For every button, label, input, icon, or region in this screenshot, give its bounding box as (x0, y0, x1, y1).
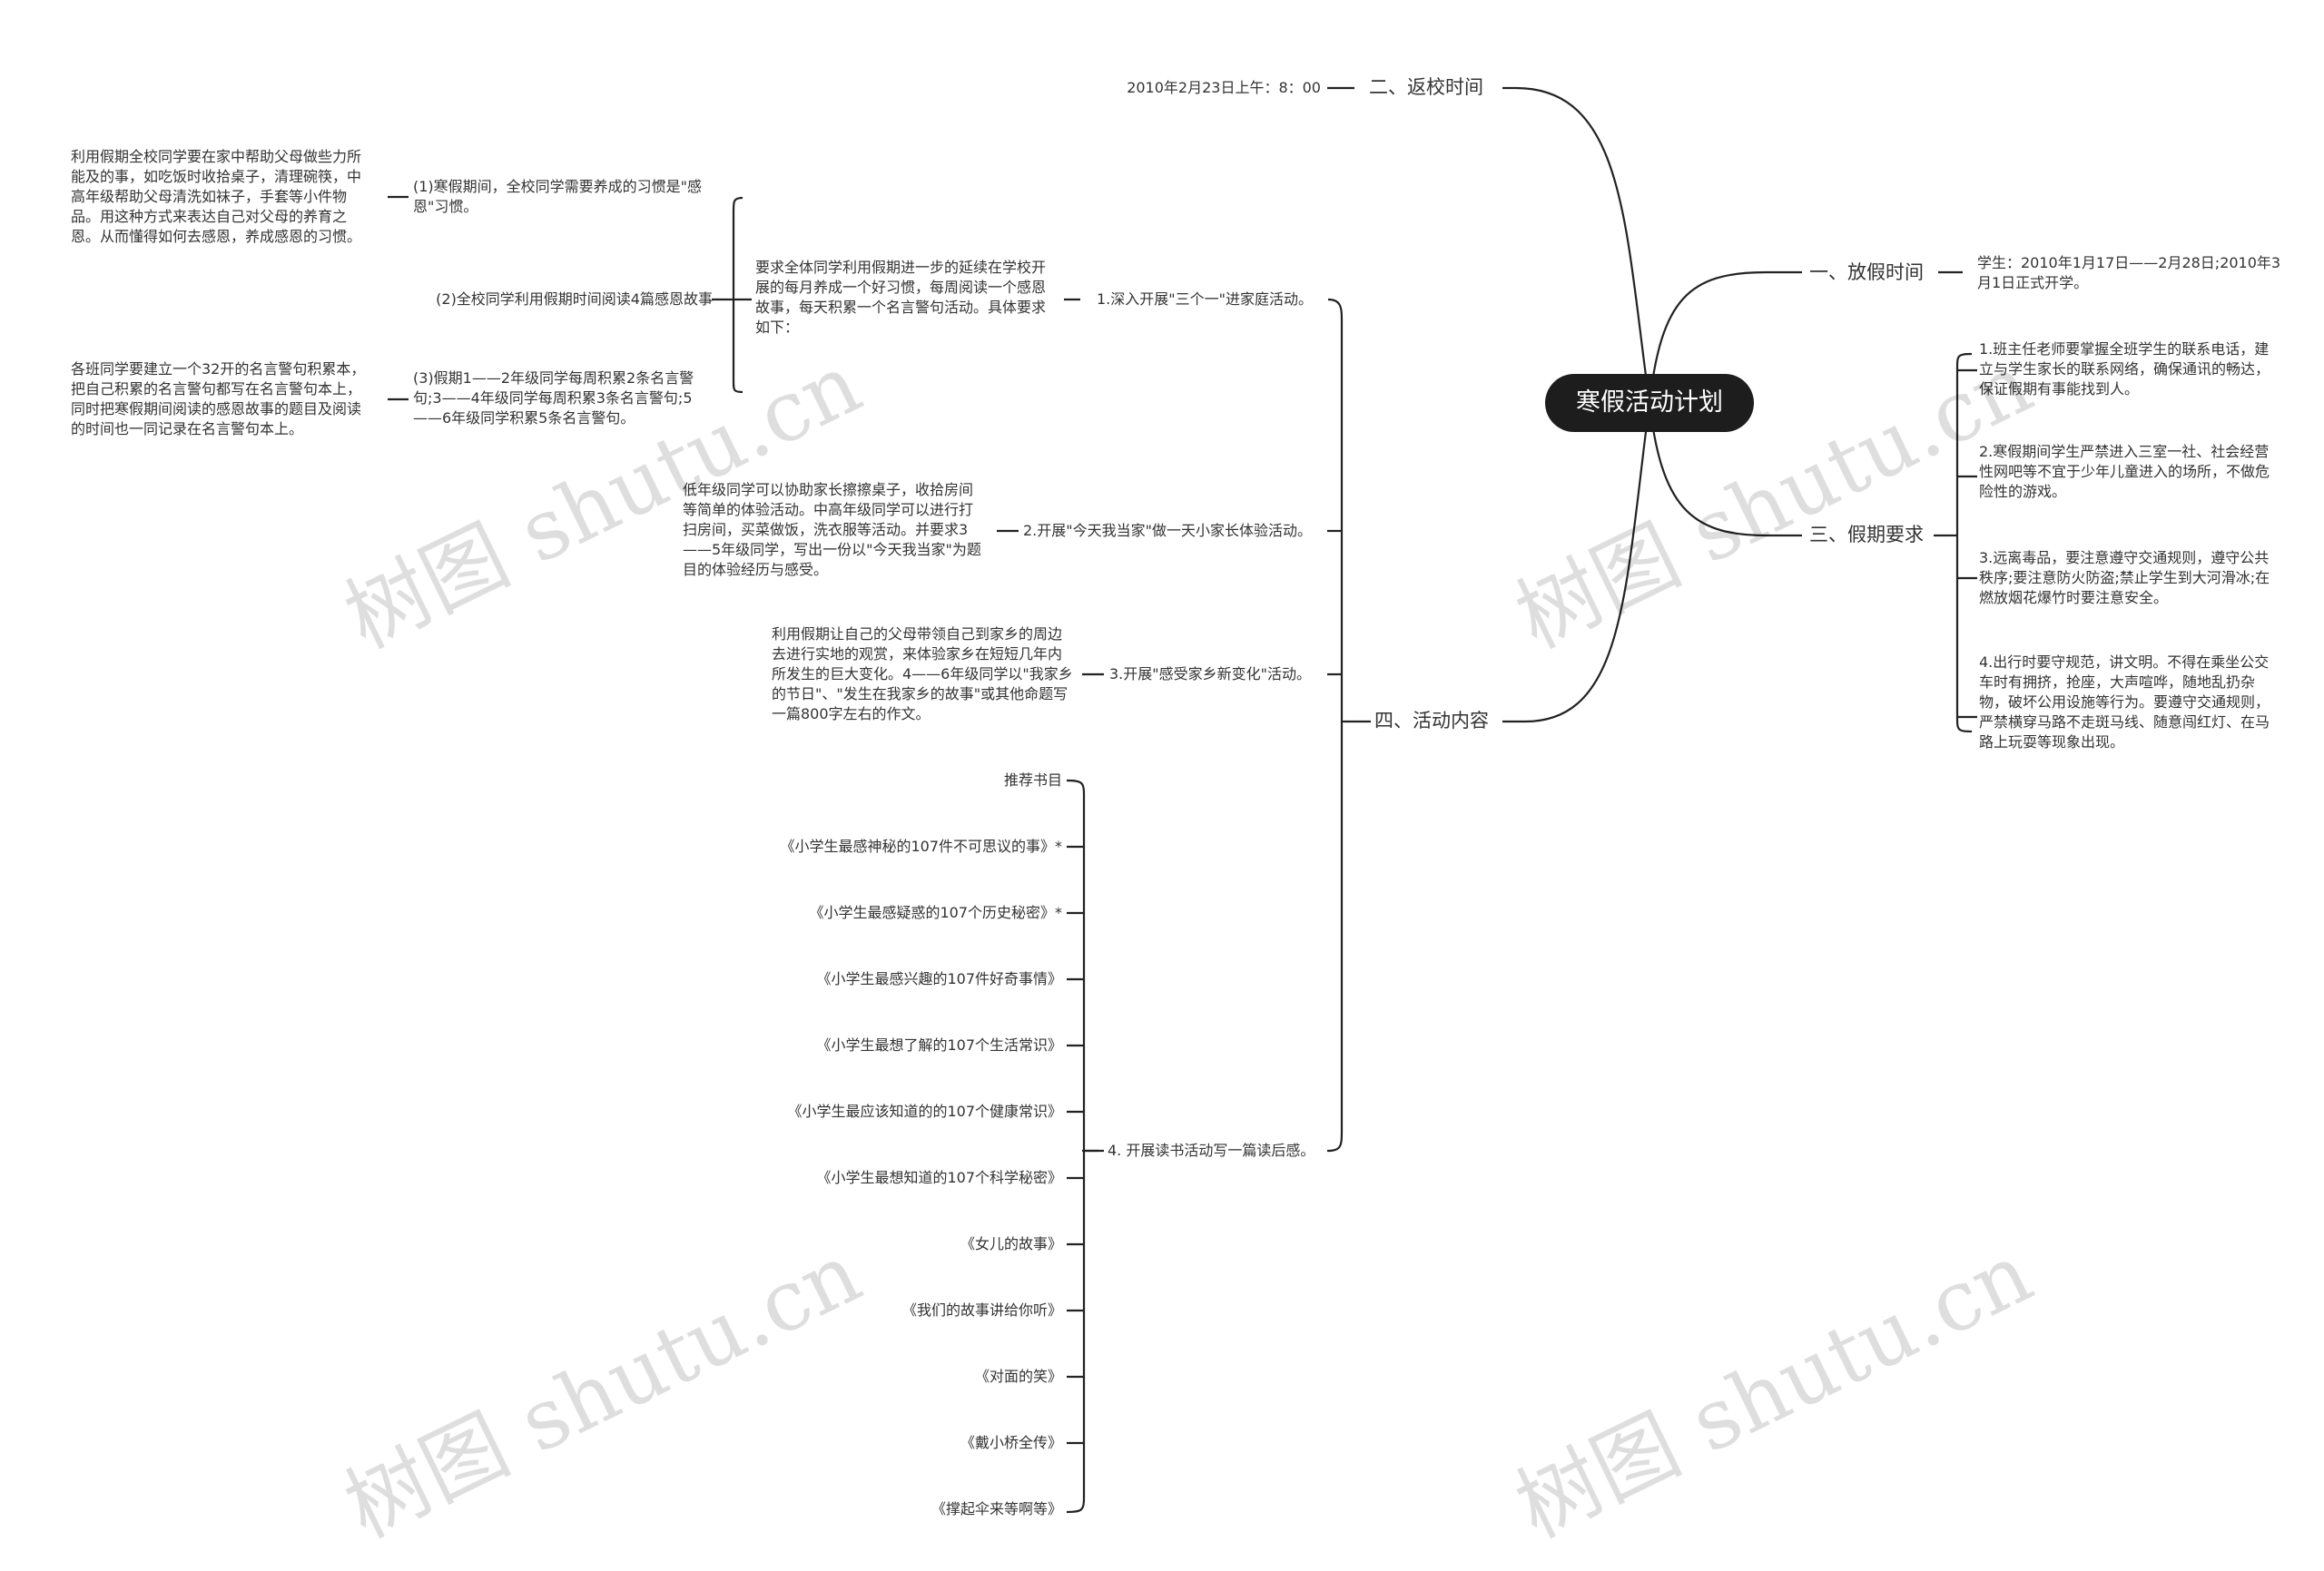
activity-1-sub-1[interactable]: (1)寒假期间，全校同学需要养成的习惯是"感恩"习惯。 (413, 178, 703, 215)
branch-return-time[interactable]: 二、返校时间 (1369, 76, 1483, 98)
requirement-item-1[interactable]: 1.班主任老师要掌握全班学生的联系电话，建立与学生家长的联系网络，确保通讯的畅达… (1979, 340, 2270, 398)
book-item[interactable]: 《女儿的故事》 (960, 1235, 1062, 1252)
book-item[interactable]: 《小学生最感兴趣的107件好奇事情》 (816, 970, 1062, 987)
book-item[interactable]: 《戴小桥全传》 (960, 1434, 1062, 1451)
activity-4-label[interactable]: 4. 开展读书活动写一篇读后感。 (1108, 1142, 1315, 1159)
activity-1-desc[interactable]: 要求全体同学利用假期进一步的延续在学校开展的每月养成一个好习惯，每周阅读一个感恩… (755, 259, 1047, 336)
activity-1-label[interactable]: 1.深入开展"三个一"进家庭活动。 (1097, 290, 1313, 308)
root-topic[interactable]: 寒假活动计划 (1545, 374, 1754, 432)
book-list-header[interactable]: 推荐书目 (1003, 771, 1062, 789)
activity-1-sub-2[interactable]: (2)全校同学利用假期时间阅读4篇感恩故事 (436, 290, 713, 308)
book-item[interactable]: 《小学生最想了解的107个生活常识》 (816, 1036, 1062, 1054)
book-item[interactable]: 《对面的笑》 (974, 1368, 1062, 1385)
activity-1-sub-3[interactable]: (3)假期1——2年级同学每周积累2条名言警句;3——4年级同学每周积累3条名言… (413, 369, 694, 427)
book-item[interactable]: 《我们的故事讲给你听》 (901, 1301, 1062, 1319)
activity-1-sub-1-detail[interactable]: 利用假期全校同学要在家中帮助父母做些力所能及的事，如吃饭时收拾桌子，清理碗筷，中… (71, 148, 362, 245)
activity-2-detail[interactable]: 低年级同学可以协助家长擦擦桌子，收拾房间等简单的体验活动。中高年级同学可以进行打… (683, 481, 981, 578)
activity-3-detail[interactable]: 利用假期让自己的父母带领自己到家乡的周边去进行实地的观赏，来体验家乡在短短几年内… (772, 625, 1073, 722)
requirement-item-4[interactable]: 4.出行时要守规范，讲文明。不得在乘坐公交车时有拥挤，抢座，大声喧哗，随地乱扔杂… (1979, 653, 2270, 751)
branch-requirements[interactable]: 三、假期要求 (1809, 524, 1924, 545)
requirement-item-3[interactable]: 3.远离毒品，要注意遵守交通规则，遵守公共秩序;要注意防火防盗;禁止学生到大河滑… (1979, 549, 2270, 606)
activity-2-label[interactable]: 2.开展"今天我当家"做一天小家长体验活动。 (1023, 522, 1312, 539)
book-item[interactable]: 《小学生最想知道的107个科学秘密》 (816, 1169, 1062, 1186)
book-item[interactable]: 《小学生最感疑惑的107个历史秘密》* (809, 904, 1062, 921)
activity-1-sub-3-detail[interactable]: 各班同学要建立一个32开的名言警句积累本，把自己积累的名言警句都写在名言警句本上… (71, 360, 366, 437)
holiday-time-detail[interactable]: 学生：2010年1月17日——2月28日;2010年3月1日正式开学。 (1977, 254, 2281, 291)
branch-holiday-time[interactable]: 一、放假时间 (1809, 261, 1924, 283)
book-item[interactable]: 《撑起伞来等啊等》 (931, 1500, 1062, 1517)
activity-3-label[interactable]: 3.开展"感受家乡新变化"活动。 (1109, 665, 1311, 682)
requirement-item-2[interactable]: 2.寒假期间学生严禁进入三室一社、社会经营性网吧等不宜于少年儿童进入的场所，不做… (1979, 443, 2270, 500)
return-time-detail[interactable]: 2010年2月23日上午：8：00 (1127, 79, 1321, 96)
branch-activities[interactable]: 四、活动内容 (1374, 710, 1489, 731)
book-item[interactable]: 《小学生最感神秘的107件不可思议的事》* (780, 838, 1062, 855)
book-item[interactable]: 《小学生最应该知道的的107个健康常识》 (787, 1103, 1062, 1120)
